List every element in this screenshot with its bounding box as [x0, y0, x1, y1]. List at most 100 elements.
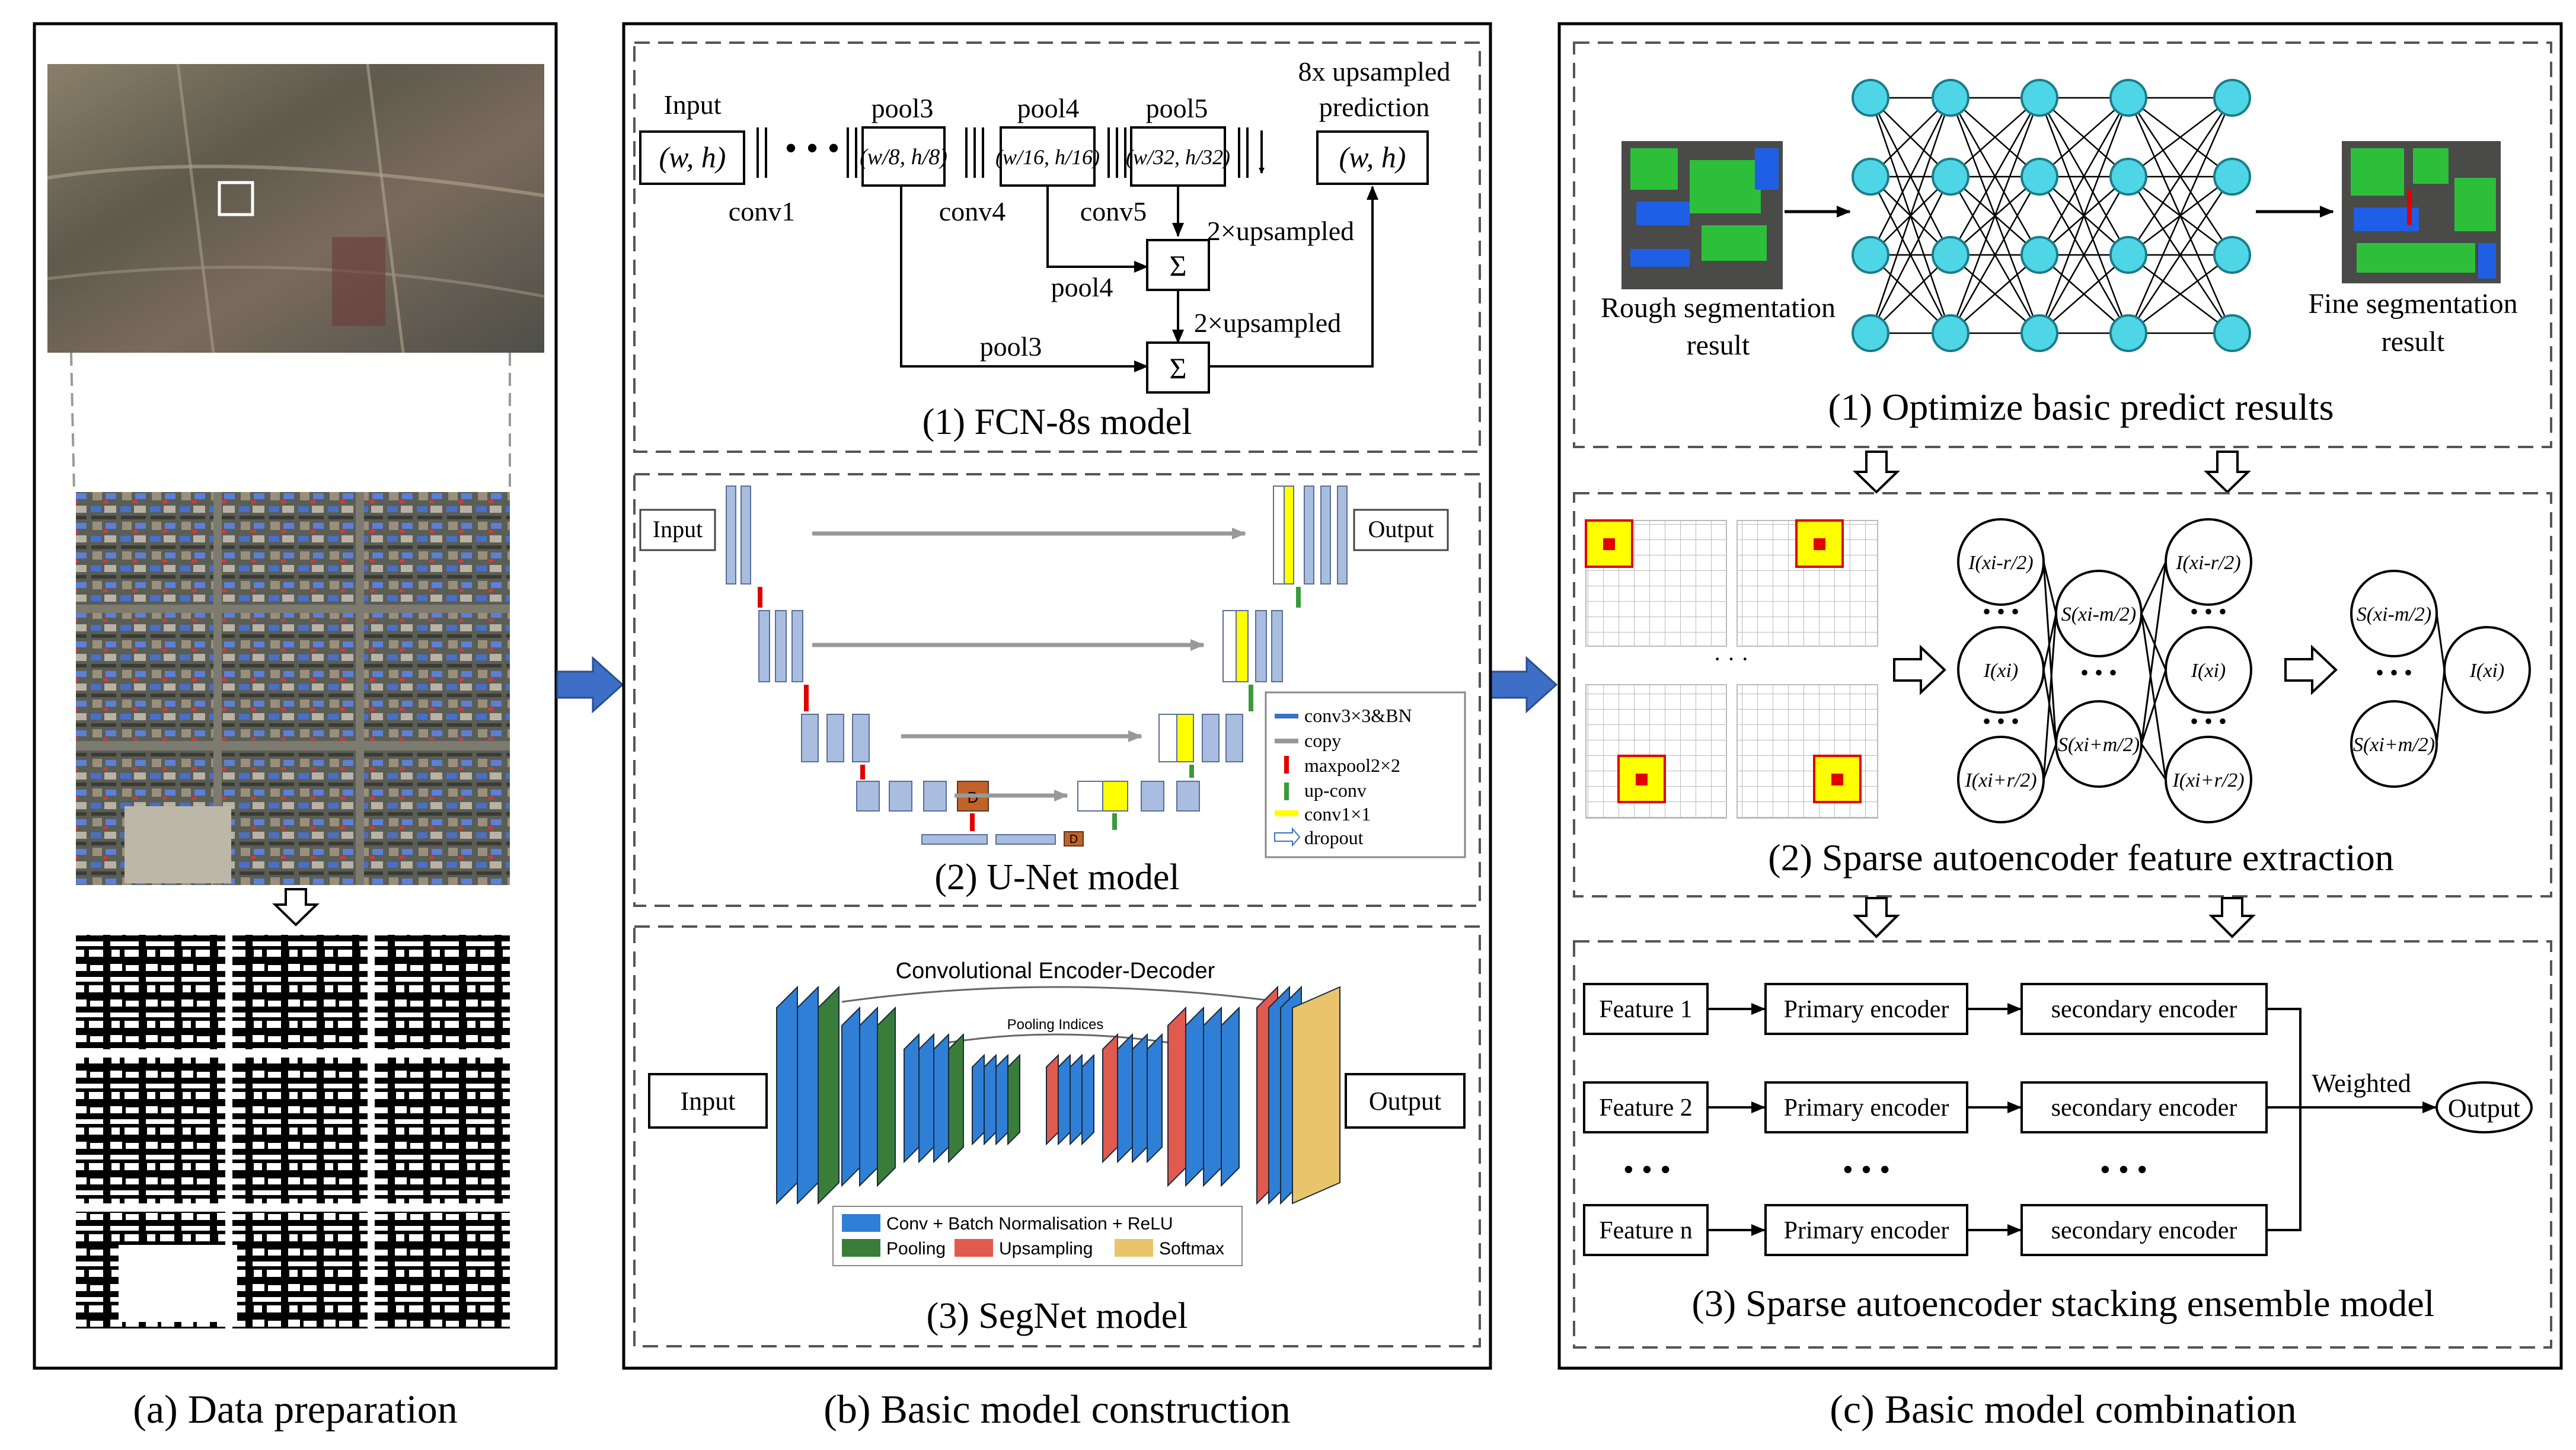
- arrow-b-to-c: [1490, 656, 1558, 714]
- feature-box-label: Feature 1: [1599, 996, 1692, 1023]
- down-arrow: [272, 888, 320, 927]
- sae-node-label: I(xi+r/2): [2172, 769, 2244, 791]
- sparse-title: (2) Sparse autoencoder feature extractio…: [1768, 836, 2393, 879]
- nn-node: [2109, 79, 2147, 117]
- stack-dots-1: • • •: [1623, 1153, 1671, 1187]
- fcn-8s-section: Input (w, h) • • • conv1 pool3 (w/8, h/8…: [633, 41, 1481, 453]
- fcn-pool5-label: pool5: [1146, 93, 1208, 123]
- hollow-arrows-1: [1853, 451, 2251, 494]
- grid-ellipsis: · · ·: [1713, 646, 1749, 672]
- fcn-conv4-label: conv4: [939, 196, 1005, 226]
- sae-node-label: I(xi+r/2): [1964, 769, 2036, 791]
- weighted-label: Weighted: [2312, 1069, 2411, 1098]
- sae-node: [2165, 518, 2252, 606]
- feature-box-label: Feature n: [1599, 1217, 1692, 1244]
- sae-node-label: I(xi): [2191, 660, 2226, 682]
- fcn-pred-label-2: prediction: [1319, 92, 1430, 122]
- pixel-grids: · · ·: [1585, 519, 1878, 819]
- fcn-upsampled-2: 2×upsampled: [1194, 308, 1341, 338]
- sae-node: [1957, 626, 2045, 714]
- nn-node: [1932, 79, 1969, 117]
- feature-box-label: Feature 2: [1599, 1094, 1692, 1122]
- unet-legend-upconv: up-conv: [1304, 780, 1367, 801]
- optimize-section: Rough segmentation result Fine segmentat…: [1573, 41, 2552, 448]
- nn-node: [1852, 79, 1889, 117]
- nn-node: [2109, 236, 2147, 274]
- hollow-right-arrow-1: [1893, 644, 1946, 695]
- rough-segmentation-image: [1621, 141, 1783, 289]
- nn-node: [1932, 236, 1969, 274]
- sae-ellipsis: • • •: [1983, 598, 2019, 625]
- sparse-autoencoder-network: I(xi-r/2) I(xi) I(xi+r/2) S(xi-m/2) S(xi+m/2…: [1957, 518, 2531, 823]
- segnet-legend-pooling: Pooling: [886, 1239, 946, 1259]
- stack-dots-2: • • •: [1843, 1153, 1891, 1187]
- segnet-header: Convolutional Encoder-Decoder: [896, 959, 1215, 983]
- sae-ellipsis: • • •: [2190, 708, 2227, 734]
- sae-ellipsis: • • •: [2190, 598, 2227, 625]
- sae-node: [2443, 626, 2531, 714]
- sae-node-label: I(xi-r/2): [1968, 552, 2034, 574]
- sae-node: [2055, 570, 2143, 657]
- fcn-conv5-label: conv5: [1080, 196, 1147, 226]
- nn-node: [2109, 158, 2147, 196]
- fcn-pool3-branch: pool3: [980, 331, 1042, 362]
- unet-section: Input Output D D: [633, 473, 1481, 907]
- sae-node-label: S(xi-m/2): [2061, 603, 2137, 625]
- nn-node: [2213, 314, 2251, 352]
- segnet-legend-conv: Conv + Batch Normalisation + ReLU: [886, 1214, 1173, 1234]
- fcn-pool3-label: pool3: [872, 93, 934, 123]
- fine-segmentation-image: [2342, 141, 2501, 283]
- nn-node: [1932, 158, 1969, 196]
- unet-legend-maxpool: maxpool2×2: [1304, 755, 1400, 776]
- segnet-output: Output: [1369, 1087, 1441, 1116]
- nn-node: [2020, 79, 2058, 117]
- sae-links: [2042, 561, 2446, 780]
- fcn-sum-node-1: [1146, 239, 1210, 291]
- feature-box: [1583, 1204, 1709, 1256]
- fcn-pool4-box: (w/16, h/16): [995, 145, 1100, 169]
- fcn-pool4-branch: pool4: [1051, 272, 1113, 302]
- output-node: [2435, 1081, 2533, 1133]
- fcn-title: (1) FCN-8s model: [922, 402, 1192, 442]
- unet-decoder-blocks: [1077, 486, 1348, 812]
- fcn-pool4-label: pool4: [1017, 93, 1080, 123]
- rough-label-2: result: [1687, 330, 1750, 361]
- sae-node: [2055, 700, 2143, 788]
- primary-encoder-box-label: Primary encoder: [1784, 1217, 1949, 1244]
- arrow-a-to-b: [556, 656, 624, 714]
- secondary-encoder-box: [2020, 1204, 2268, 1256]
- nn-node: [2109, 314, 2147, 352]
- fcn-pred-box: (w, h): [1339, 140, 1406, 174]
- segnet-layer-stack: [776, 985, 1340, 1205]
- caption-b: (b) Basic model construction: [823, 1387, 1290, 1432]
- fcn-input-box: (w, h): [659, 140, 726, 174]
- unet-dropout-mark-2: D: [1070, 833, 1078, 846]
- nn-node: [1932, 314, 1969, 352]
- primary-encoder-box-label: Primary encoder: [1784, 996, 1949, 1023]
- hollow-right-arrow-2: [2284, 644, 2338, 695]
- unet-legend-copy: copy: [1304, 730, 1341, 751]
- panel-a: (a) Data preparation: [33, 22, 558, 1432]
- fcn-pred-label-1: 8x upsampled: [1298, 56, 1451, 87]
- primary-encoder-box: [1764, 1081, 1968, 1133]
- sae-node-label: S(xi+m/2): [2353, 734, 2435, 756]
- fine-label-1: Fine segmentation: [2308, 288, 2517, 320]
- fcn-sum-symbol-2: Σ: [1169, 352, 1186, 385]
- fcn-input-label: Input: [663, 90, 721, 120]
- fcn-conv1-label: conv1: [729, 196, 795, 226]
- sae-node-label: S(xi-m/2): [2357, 603, 2432, 625]
- building-label-image: [76, 935, 510, 1328]
- nn-node: [2020, 236, 2058, 274]
- fcn-pool3-box: (w/8, h/8): [860, 145, 947, 170]
- secondary-encoder-box: [2020, 983, 2268, 1035]
- zoomed-satellite-image: [76, 492, 510, 885]
- segnet-section: Input Output Convolutional Encoder-Decod…: [633, 925, 1481, 1347]
- nn-node: [2213, 158, 2251, 196]
- unet-output: Output: [1368, 516, 1434, 542]
- sae-node: [2165, 626, 2252, 714]
- segnet-legend-upsampling: Upsampling: [999, 1239, 1093, 1259]
